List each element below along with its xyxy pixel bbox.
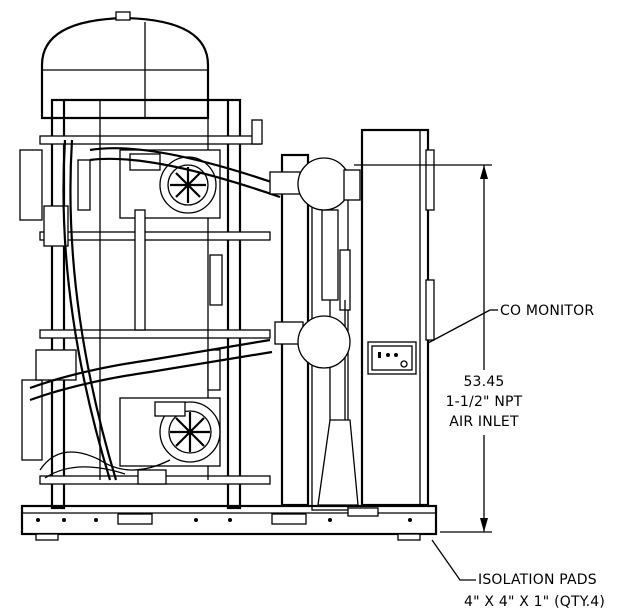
right-cabinet — [360, 128, 435, 507]
receiver-tank — [40, 11, 210, 120]
inlet-size-label: 1-1/2" NPT — [446, 394, 523, 410]
inlet-filters — [297, 157, 361, 369]
isolation-pads-size-label: 4" X 4" X 1" (QTY.4) — [464, 594, 605, 610]
isolation-pads-leader — [431, 539, 476, 581]
isolation-pads — [35, 533, 421, 541]
co-monitor-unit — [367, 341, 417, 375]
air-inlet-label: AIR INLET — [449, 414, 519, 430]
base-skid — [20, 504, 438, 536]
isolation-pads-label: ISOLATION PADS — [478, 572, 597, 588]
co-monitor-label: CO MONITOR — [500, 303, 594, 319]
lower-motor — [119, 397, 221, 467]
co-monitor-leader — [427, 309, 491, 344]
height-dimension — [354, 164, 492, 533]
dimension-value: 53.45 — [463, 374, 504, 390]
left-piping — [19, 119, 281, 485]
